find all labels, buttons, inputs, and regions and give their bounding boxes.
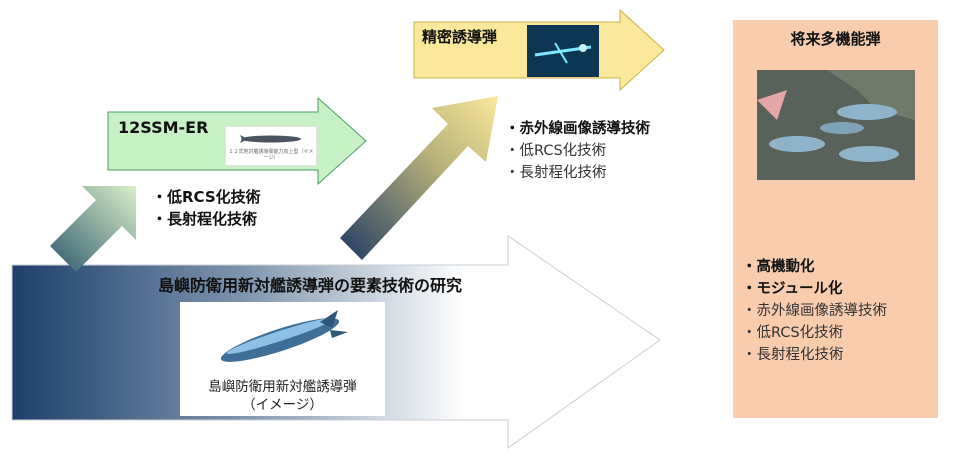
precision-tech-list: ・赤外線画像誘導技術 ・低RCS化技術 ・長射程化技術 — [505, 118, 650, 184]
diagonal-arrow-2 — [340, 96, 498, 260]
missile-icon — [240, 135, 301, 143]
future-tech-item: ・モジュール化 — [742, 281, 843, 297]
future-tech-list: ・高機動化 ・モジュール化 ・赤外線画像誘導技術 ・低RCS化技術 ・長射程化技… — [742, 256, 887, 366]
12ssm-missile-thumbnail: １２式地対艦誘導弾能力向上型（イメージ） — [225, 126, 317, 166]
hypersonic-missile-icon — [220, 310, 348, 362]
future-tech-item: ・低RCS化技術 — [742, 325, 844, 341]
glowing-missile-icon — [534, 42, 592, 64]
main-research-title: 島嶼防衛用新対艦誘導弾の要素技術の研究 — [157, 276, 462, 295]
precision-missile-thumbnail — [527, 25, 599, 77]
12ssm-thumbnail-caption: １２式地対艦誘導弾能力向上型（イメージ） — [228, 149, 314, 161]
future-missile-image — [757, 70, 915, 180]
12ssm-tech-list: ・低RCS化技術 ・長射程化技術 — [152, 186, 261, 230]
future-title: 将来多機能弾 — [790, 30, 881, 48]
diagonal-arrow-1 — [50, 186, 136, 272]
future-tech-item: ・赤外線画像誘導技術 — [742, 303, 887, 319]
caption-line-2: （イメージ） — [242, 397, 323, 413]
12ssm-title: 12SSM-ER — [118, 118, 209, 137]
12ssm-tech-item: ・低RCS化技術 — [152, 188, 261, 206]
future-tech-item: ・高機動化 — [742, 259, 815, 275]
main-missile-image — [180, 302, 385, 416]
precision-tech-item: ・長射程化技術 — [505, 165, 607, 181]
caption-line-1: 島嶼防衛用新対艦誘導弾 — [208, 379, 357, 395]
precision-tech-item: ・赤外線画像誘導技術 — [505, 121, 650, 137]
precision-title: 精密誘導弾 — [422, 28, 498, 46]
missile-swarm-icon — [757, 70, 915, 180]
precision-tech-item: ・低RCS化技術 — [505, 143, 607, 159]
future-tech-item: ・長射程化技術 — [742, 347, 844, 363]
main-missile-caption: 島嶼防衛用新対艦誘導弾 （イメージ） — [180, 378, 385, 414]
12ssm-tech-item: ・長射程化技術 — [152, 210, 258, 228]
